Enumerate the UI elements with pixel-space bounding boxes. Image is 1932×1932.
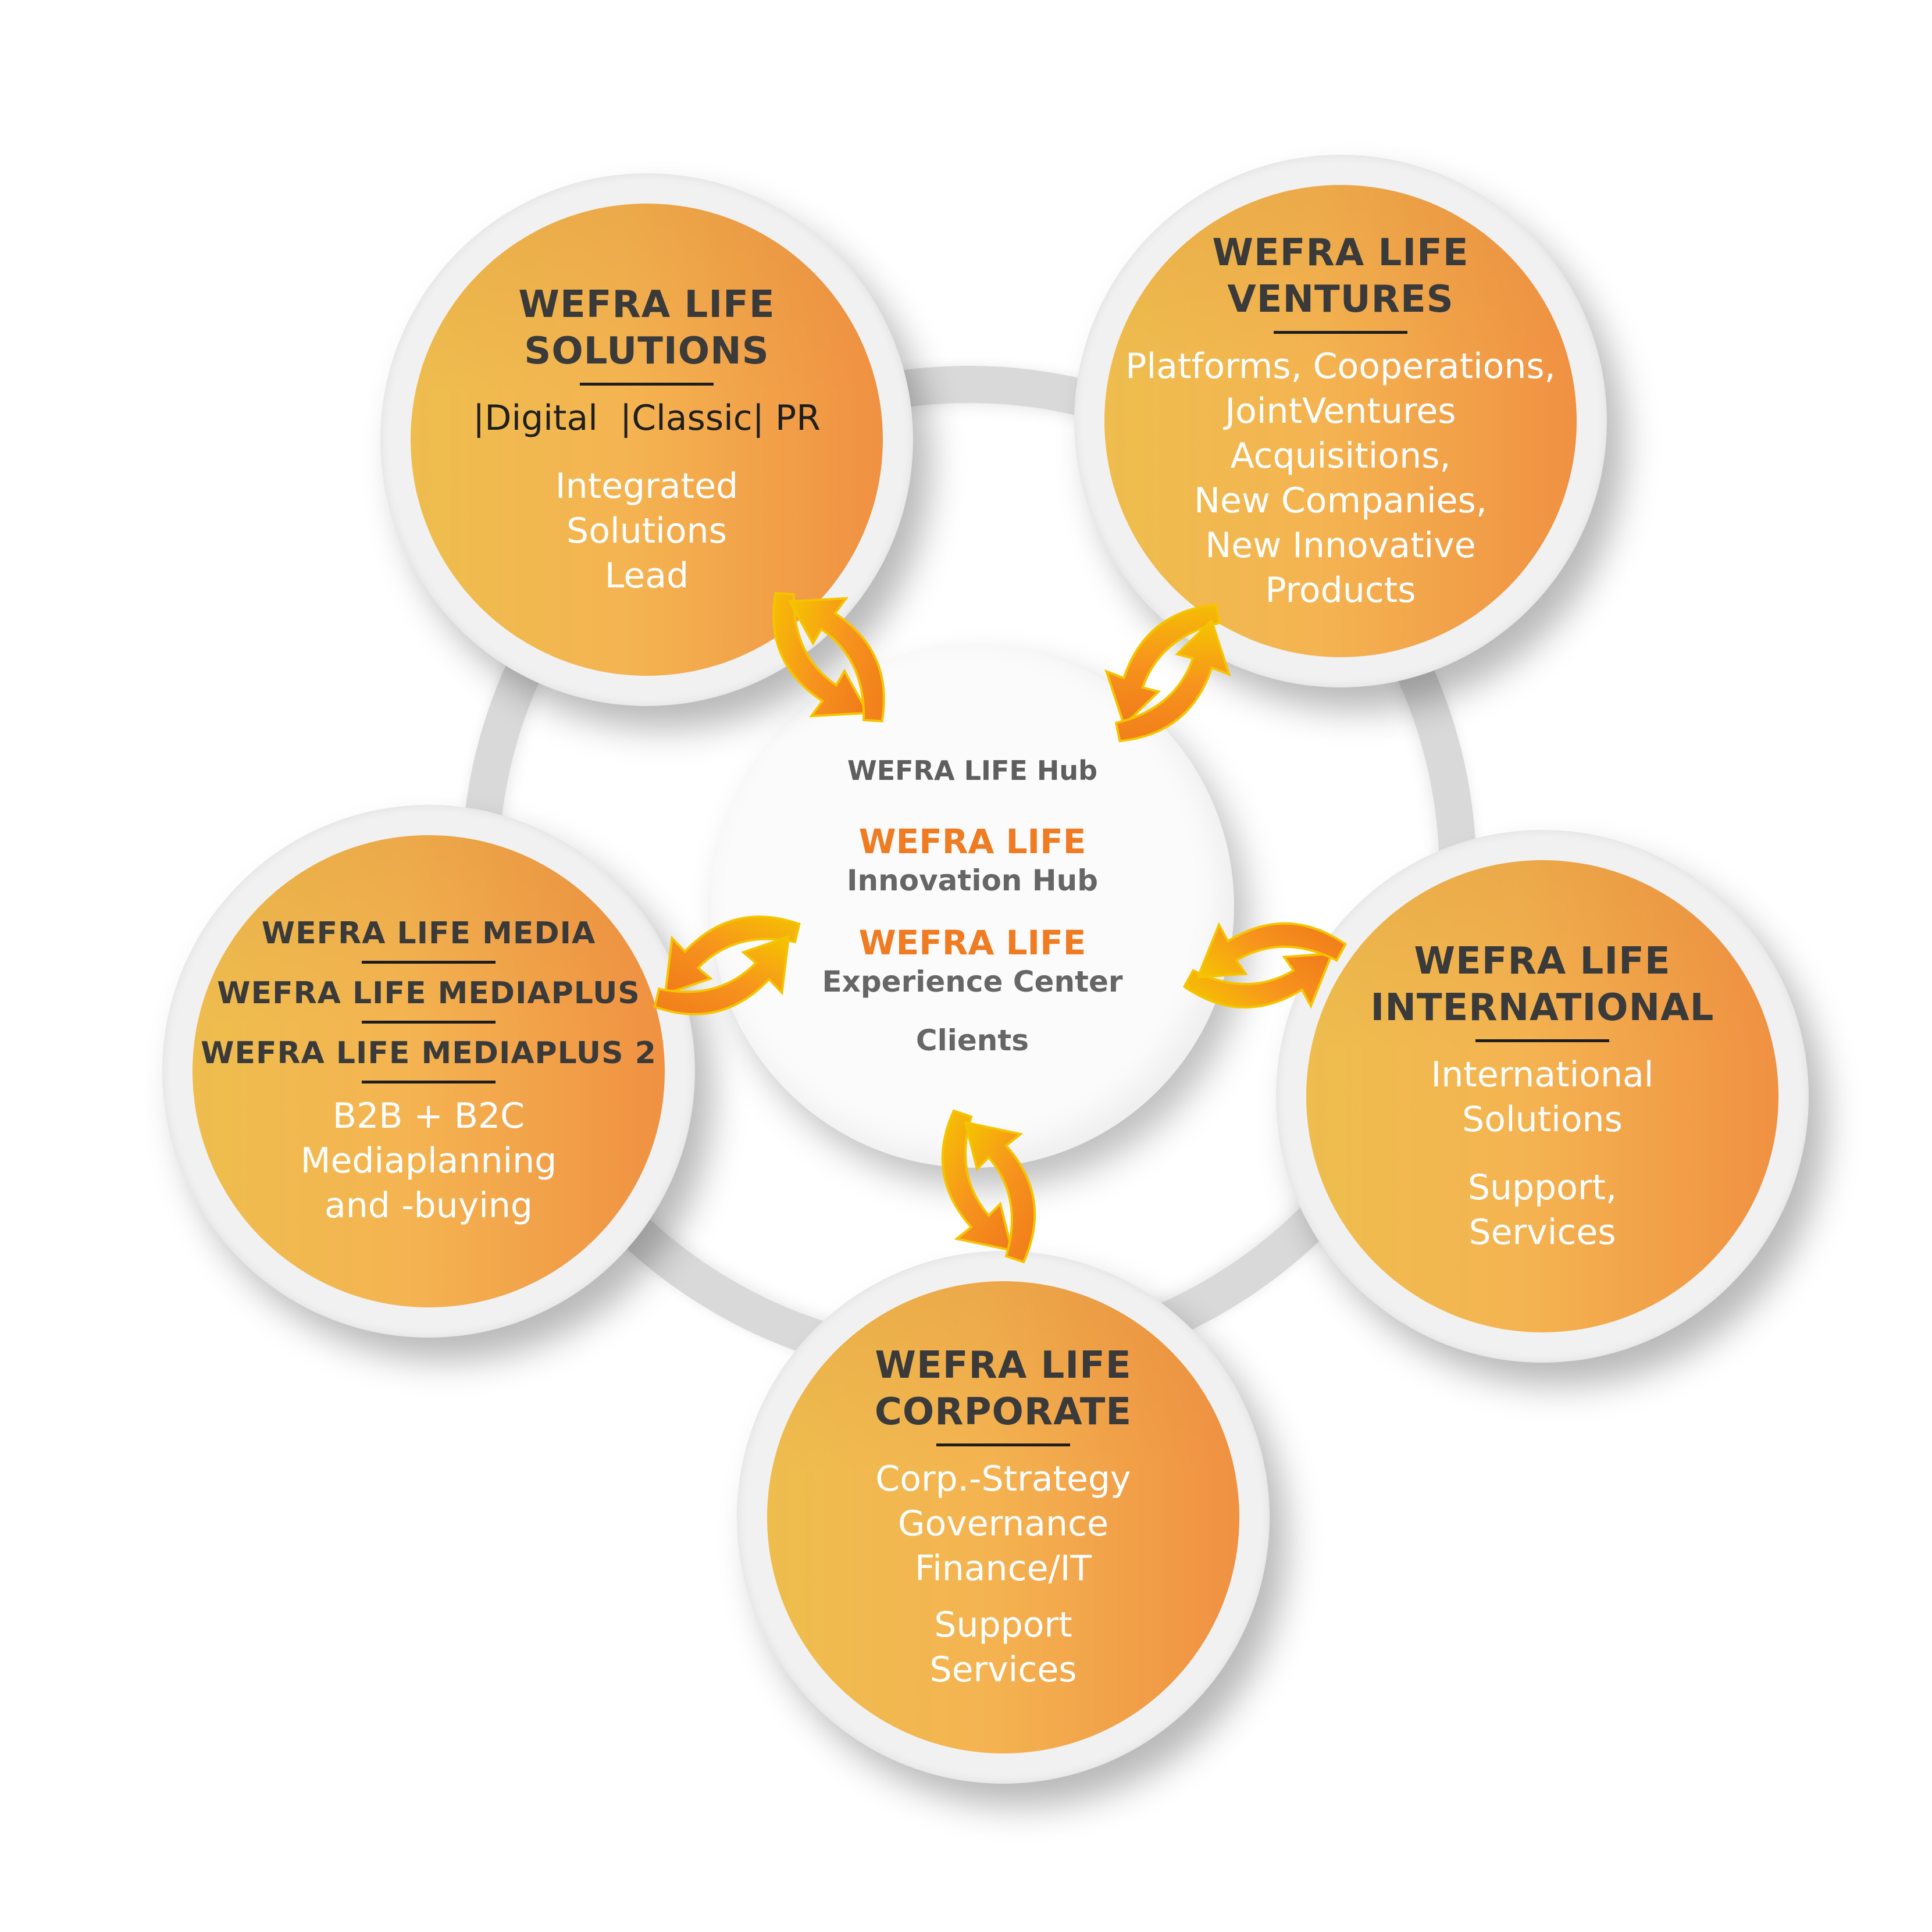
node-corporate-disc: WEFRA LIFE CORPORATE Corp.-Strategy Gove… — [767, 1281, 1239, 1753]
media-title-3: WEFRA LIFE MEDIAPLUS 2 — [201, 1036, 657, 1071]
media-body-3: and -buying — [324, 1185, 533, 1226]
international-body-4: Services — [1468, 1211, 1616, 1253]
solutions-body-2: Solutions — [566, 510, 727, 551]
corporate-title-2: CORPORATE — [874, 1391, 1132, 1434]
media-title-2: WEFRA LIFE MEDIAPLUS — [217, 976, 640, 1011]
international-title-2: INTERNATIONAL — [1370, 986, 1714, 1029]
divider — [1274, 330, 1407, 334]
corporate-body-2: Governance — [898, 1503, 1108, 1544]
node-ventures: WEFRA LIFE VENTURES Platforms, Cooperati… — [1074, 155, 1607, 687]
solutions-title-2: SOLUTIONS — [524, 329, 769, 373]
arrows-international-hub-icon — [1181, 906, 1349, 1025]
ventures-body-6: Products — [1265, 569, 1416, 611]
divider — [362, 1081, 496, 1083]
corporate-body-1: Corp.-Strategy — [875, 1459, 1131, 1499]
node-media-disc: WEFRA LIFE MEDIA WEFRA LIFE MEDIAPLUS WE… — [193, 835, 665, 1307]
divider — [580, 382, 714, 386]
node-international-disc: WEFRA LIFE INTERNATIONAL International S… — [1306, 860, 1778, 1332]
solutions-title-1: WEFRA LIFE — [518, 283, 775, 326]
arrows-corporate-hub-icon — [941, 1110, 1036, 1263]
node-solutions-disc: WEFRA LIFE SOLUTIONS |Digital |Classic| … — [411, 204, 883, 676]
international-body-3: Support, — [1467, 1167, 1617, 1208]
international-body-2: Solutions — [1462, 1099, 1623, 1140]
solutions-body-1: Integrated — [555, 465, 739, 507]
corporate-body-5: Services — [929, 1649, 1077, 1690]
ventures-body-2: JointVentures — [1225, 390, 1456, 432]
ventures-title-2: VENTURES — [1227, 277, 1454, 321]
ventures-body-3: Acquisitions, — [1230, 435, 1451, 476]
ventures-body-4: New Companies, — [1194, 480, 1487, 521]
arrows-media-hub-icon — [646, 911, 808, 1020]
divider — [362, 961, 496, 964]
hub-title: WEFRA LIFE Hub — [847, 755, 1098, 786]
hub-clients: Clients — [915, 1024, 1029, 1057]
media-body-2: Mediaplanning — [300, 1140, 557, 1181]
corporate-body-3: Finance/IT — [914, 1548, 1092, 1589]
media-title-1: WEFRA LIFE MEDIA — [261, 916, 596, 951]
hub-innovation-hub: Innovation Hub — [846, 864, 1099, 897]
node-solutions: WEFRA LIFE SOLUTIONS |Digital |Classic| … — [380, 173, 913, 706]
node-international: WEFRA LIFE INTERNATIONAL International S… — [1276, 830, 1809, 1363]
ventures-title-1: WEFRA LIFE — [1212, 231, 1469, 275]
hub-brand-innovation: WEFRA LIFE — [858, 822, 1086, 861]
corporate-title-1: WEFRA LIFE — [875, 1344, 1132, 1387]
corporate-body-4: Support — [934, 1605, 1072, 1645]
hub-experience-center: Experience Center — [822, 965, 1123, 999]
hub-brand-experience: WEFRA LIFE — [858, 923, 1086, 963]
divider — [936, 1443, 1070, 1446]
ventures-body-5: New Innovative — [1205, 525, 1476, 566]
arrows-ventures-hub-icon — [1078, 594, 1258, 752]
arrows-solutions-hub-icon — [763, 571, 894, 744]
node-media: WEFRA LIFE MEDIA WEFRA LIFE MEDIAPLUS WE… — [162, 805, 695, 1338]
divider — [1475, 1039, 1609, 1042]
node-corporate: WEFRA LIFE CORPORATE Corp.-Strategy Gove… — [737, 1251, 1270, 1784]
divider — [362, 1021, 496, 1024]
node-ventures-disc: WEFRA LIFE VENTURES Platforms, Cooperati… — [1104, 185, 1577, 657]
media-body-1: B2B + B2C — [332, 1096, 525, 1136]
ventures-body-1: Platforms, Cooperations, — [1125, 345, 1556, 387]
solutions-body-3: Lead — [604, 555, 689, 596]
international-body-1: International — [1431, 1054, 1654, 1095]
solutions-channels: |Digital |Classic| PR — [473, 397, 821, 439]
hub-circle: WEFRA LIFE Hub WEFRA LIFE Innovation Hub… — [711, 644, 1234, 1168]
international-title-1: WEFRA LIFE — [1414, 939, 1671, 983]
